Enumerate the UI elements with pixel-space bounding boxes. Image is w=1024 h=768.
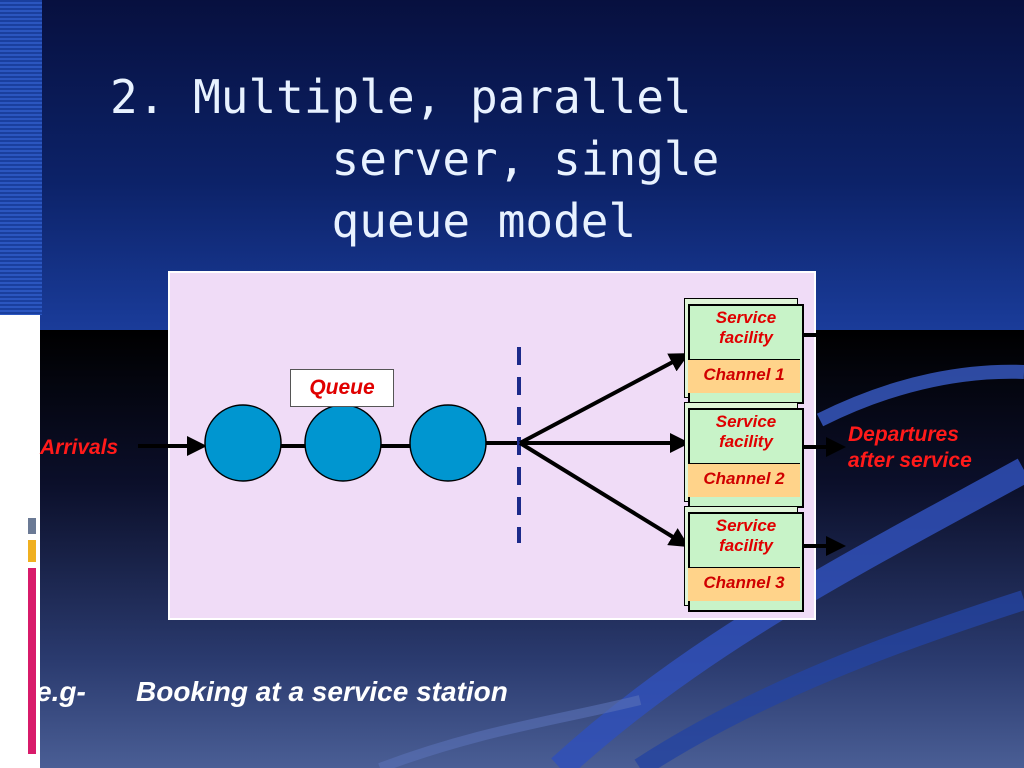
customer-circle <box>304 404 382 482</box>
channel-label: Channel 3 <box>688 567 800 601</box>
customer-circle <box>409 404 487 482</box>
left-decorative-strip <box>0 0 42 315</box>
departures-label: Departures after service <box>848 423 972 472</box>
slide-title: 2. Multiple, parallel server, single que… <box>110 70 720 248</box>
example-prefix: e.g- <box>36 676 86 707</box>
branch-arrow-3 <box>518 441 690 548</box>
service-facility-3: Service facility Channel 3 <box>684 506 804 612</box>
service-facility-label: Service facility <box>715 308 777 347</box>
arrivals-label: Arrivals <box>40 436 119 459</box>
customer-circle <box>204 404 282 482</box>
branch-arrow-1 <box>519 353 690 445</box>
service-facility-label: Service facility <box>715 516 777 555</box>
channel-label: Channel 1 <box>688 359 800 393</box>
service-facility-1: Service facility Channel 1 <box>684 298 804 404</box>
queue-label: Queue <box>290 369 394 407</box>
left-marker-pink <box>28 568 36 754</box>
service-facility-2: Service facility Channel 2 <box>684 402 804 508</box>
example-text: Booking at a service station <box>136 676 508 707</box>
channel-label: Channel 2 <box>688 463 800 497</box>
left-marker-orange <box>28 540 36 562</box>
service-facility-label: Service facility <box>715 412 777 451</box>
left-marker-gray <box>28 518 36 534</box>
